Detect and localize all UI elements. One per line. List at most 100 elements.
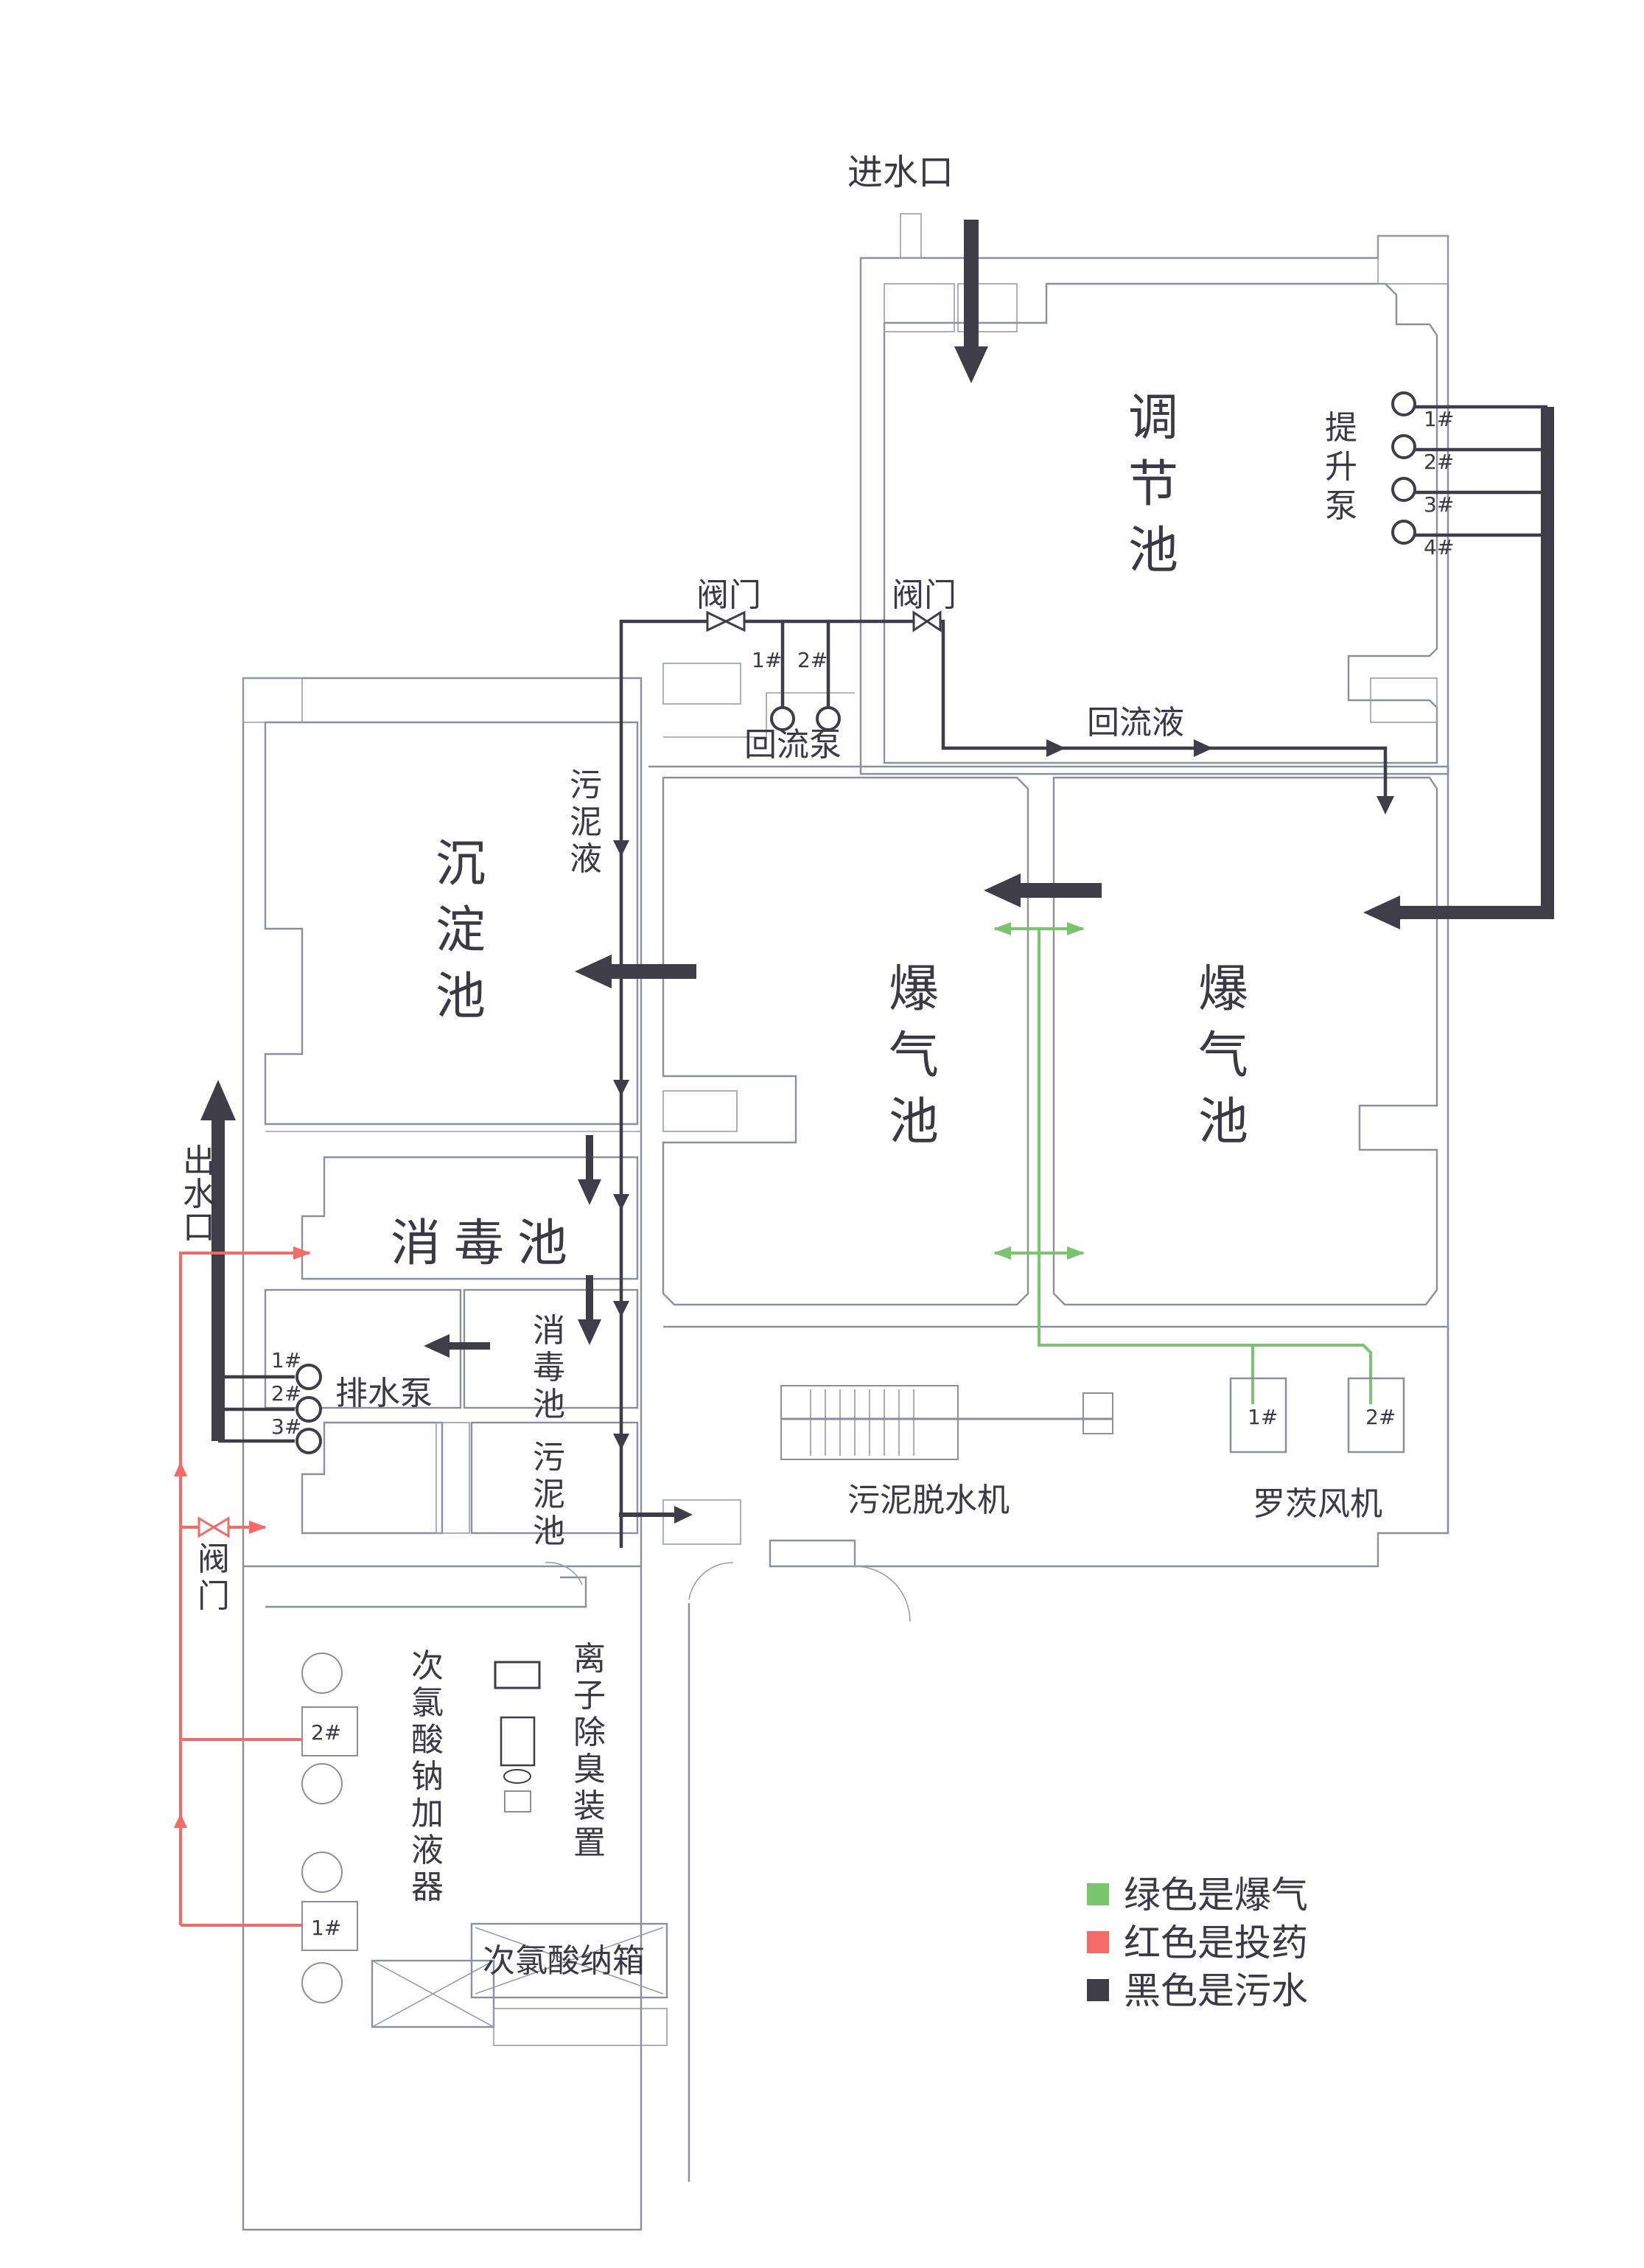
corner-column-ne <box>1377 235 1449 285</box>
lift-pump-tag-3: 3# <box>1424 492 1454 517</box>
return-pump-2 <box>816 706 841 731</box>
doser-tag-2: 2# <box>311 1720 341 1745</box>
ventilation-box <box>371 1959 495 2028</box>
to-sedimentation-arrowhead <box>575 955 612 988</box>
legend-swatch-sewage <box>1087 1979 1109 2001</box>
labels: 进水口 调节池 提升泵 污泥液 沉淀池 爆气池 爆气池 消毒池 污泥池 出水口 … <box>183 152 1454 1980</box>
sedimentation-label: 沉淀池 <box>436 835 486 1026</box>
lift-pump-4 <box>1391 520 1416 545</box>
legend-swatch-dosing <box>1087 1931 1109 1953</box>
lift-pump-2 <box>1391 434 1416 459</box>
column-equip-sw <box>662 1499 741 1545</box>
lift-pump-3 <box>1391 477 1416 502</box>
return-flow-arrow-1 <box>1046 739 1066 757</box>
small-disinfection-label: 消毒池 <box>533 1312 565 1423</box>
lift-pump-riser <box>1400 407 1554 919</box>
sludge-dewatering-label: 污泥脱水机 <box>847 1482 1010 1519</box>
hypochlorite-doser-label: 次氯酸钠加液器 <box>411 1647 444 1906</box>
aeration-2-label: 爆气池 <box>1198 960 1248 1151</box>
lift-pump-1 <box>1391 391 1416 416</box>
inlet-flow-arrowhead <box>954 346 988 383</box>
sludge-divider <box>436 1422 470 1534</box>
dewatering-plates <box>810 1389 914 1456</box>
roots-blower-label: 罗茨风机 <box>1253 1485 1382 1523</box>
column-a <box>662 663 741 705</box>
drain-pump-label: 排水泵 <box>335 1375 433 1412</box>
lift-pump-tag-1: 1# <box>1424 407 1454 431</box>
dosing-piping <box>174 1246 311 1927</box>
sludge-arrow-5 <box>613 1434 629 1450</box>
sedimentation-tank-wall <box>264 721 639 1126</box>
sludge-arrow-3 <box>613 1194 629 1210</box>
dosing-line-to-disinfection <box>179 1246 311 1925</box>
dosing-basin-wall <box>301 1421 444 1535</box>
inlet-chamber-b <box>884 283 955 332</box>
to-dewatering-arrowhead <box>674 1506 693 1524</box>
door-swing-3 <box>545 1562 583 1585</box>
dewatering-frame <box>780 1385 959 1460</box>
deodorizer-base <box>504 1790 531 1812</box>
outlet-arrowhead <box>200 1080 236 1120</box>
valve-2-icon <box>912 610 942 632</box>
lift-pump-tag-2: 2# <box>1424 450 1454 474</box>
to-drain-arrowhead <box>424 1334 450 1358</box>
doser-room-wall <box>265 1576 587 1608</box>
return-flow-arrow-3 <box>1377 796 1394 814</box>
return-liquid-label: 回流液 <box>1087 704 1184 742</box>
doser-1-drum-a <box>301 1852 343 1893</box>
door-swing-1 <box>854 1566 911 1622</box>
valve-1-icon <box>706 610 746 632</box>
deodorizer-hood <box>494 1661 541 1689</box>
ion-deodorizer-label: 离子除臭装置 <box>573 1640 606 1862</box>
disinfection-label: 消毒池 <box>391 1215 581 1273</box>
blower-2-box <box>1347 1377 1405 1454</box>
drain-pump-3 <box>295 1428 322 1454</box>
aeration-1-label: 爆气池 <box>889 960 939 1151</box>
vent-cross-b <box>371 1960 494 2028</box>
lift-flow-arrowhead <box>1363 896 1400 929</box>
legend-item-dosing: 红色是投药 <box>1124 1922 1308 1964</box>
dosing-arrow-up <box>174 1813 187 1828</box>
valve-1-label: 阀门 <box>696 576 761 614</box>
west-block-outer-wall <box>242 677 643 2231</box>
valve-2-label: 阀门 <box>892 576 956 614</box>
to-disinfection-arrowhead <box>578 1179 601 1205</box>
column-aeration-west <box>662 1090 738 1132</box>
disinfection-tank-wall <box>301 1156 639 1280</box>
lift-pump-label: 提升泵 <box>1325 409 1357 525</box>
return-pump-1 <box>770 706 795 731</box>
inlet-chamber-a <box>957 283 1018 332</box>
blower-tag-2: 2# <box>1365 1405 1396 1429</box>
sludge-liquid-label: 污泥液 <box>570 767 602 878</box>
drain-pump-tag-1: 1# <box>271 1348 301 1372</box>
legend: 绿色是爆气 红色是投药 黑色是污水 <box>1087 1874 1308 2012</box>
legend-swatch-aeration <box>1087 1883 1109 1905</box>
drain-pump-tag-2: 2# <box>271 1381 301 1406</box>
bench <box>493 2008 668 2046</box>
doser-1-box <box>301 1901 358 1951</box>
doser-tag-1: 1# <box>311 1916 341 1940</box>
blower-1-box <box>1229 1377 1287 1454</box>
inlet-label: 进水口 <box>847 152 954 193</box>
sludge-arrow-1 <box>613 840 629 856</box>
doser-2-drum-a <box>301 1653 343 1694</box>
lift-pump-tag-4: 4# <box>1424 535 1454 559</box>
corner-column-nw <box>242 677 303 723</box>
blower-tag-1: 1# <box>1248 1405 1278 1429</box>
legend-item-sewage: 黑色是污水 <box>1124 1969 1308 2012</box>
column-regulating-east <box>1370 677 1438 723</box>
drain-pump-tag-3: 3# <box>271 1414 301 1439</box>
sludge-tank-label: 污泥池 <box>533 1439 565 1550</box>
tank-cross-b <box>475 1927 664 1995</box>
hypochlorite-tank-label: 次氯酸纳箱 <box>483 1942 645 1980</box>
aeration-tank-1-wall <box>662 776 1029 1306</box>
inlet-pipe-stub <box>900 213 922 259</box>
to-small-disinfection-arrowhead <box>578 1319 601 1345</box>
deodorizer-fan <box>503 1769 531 1784</box>
doser-1-drum-b <box>301 1962 343 2003</box>
valve-3-label: 阀门 <box>197 1541 230 1615</box>
return-liquid-pipe <box>940 619 1388 807</box>
dosing-valve-icon <box>197 1516 230 1538</box>
